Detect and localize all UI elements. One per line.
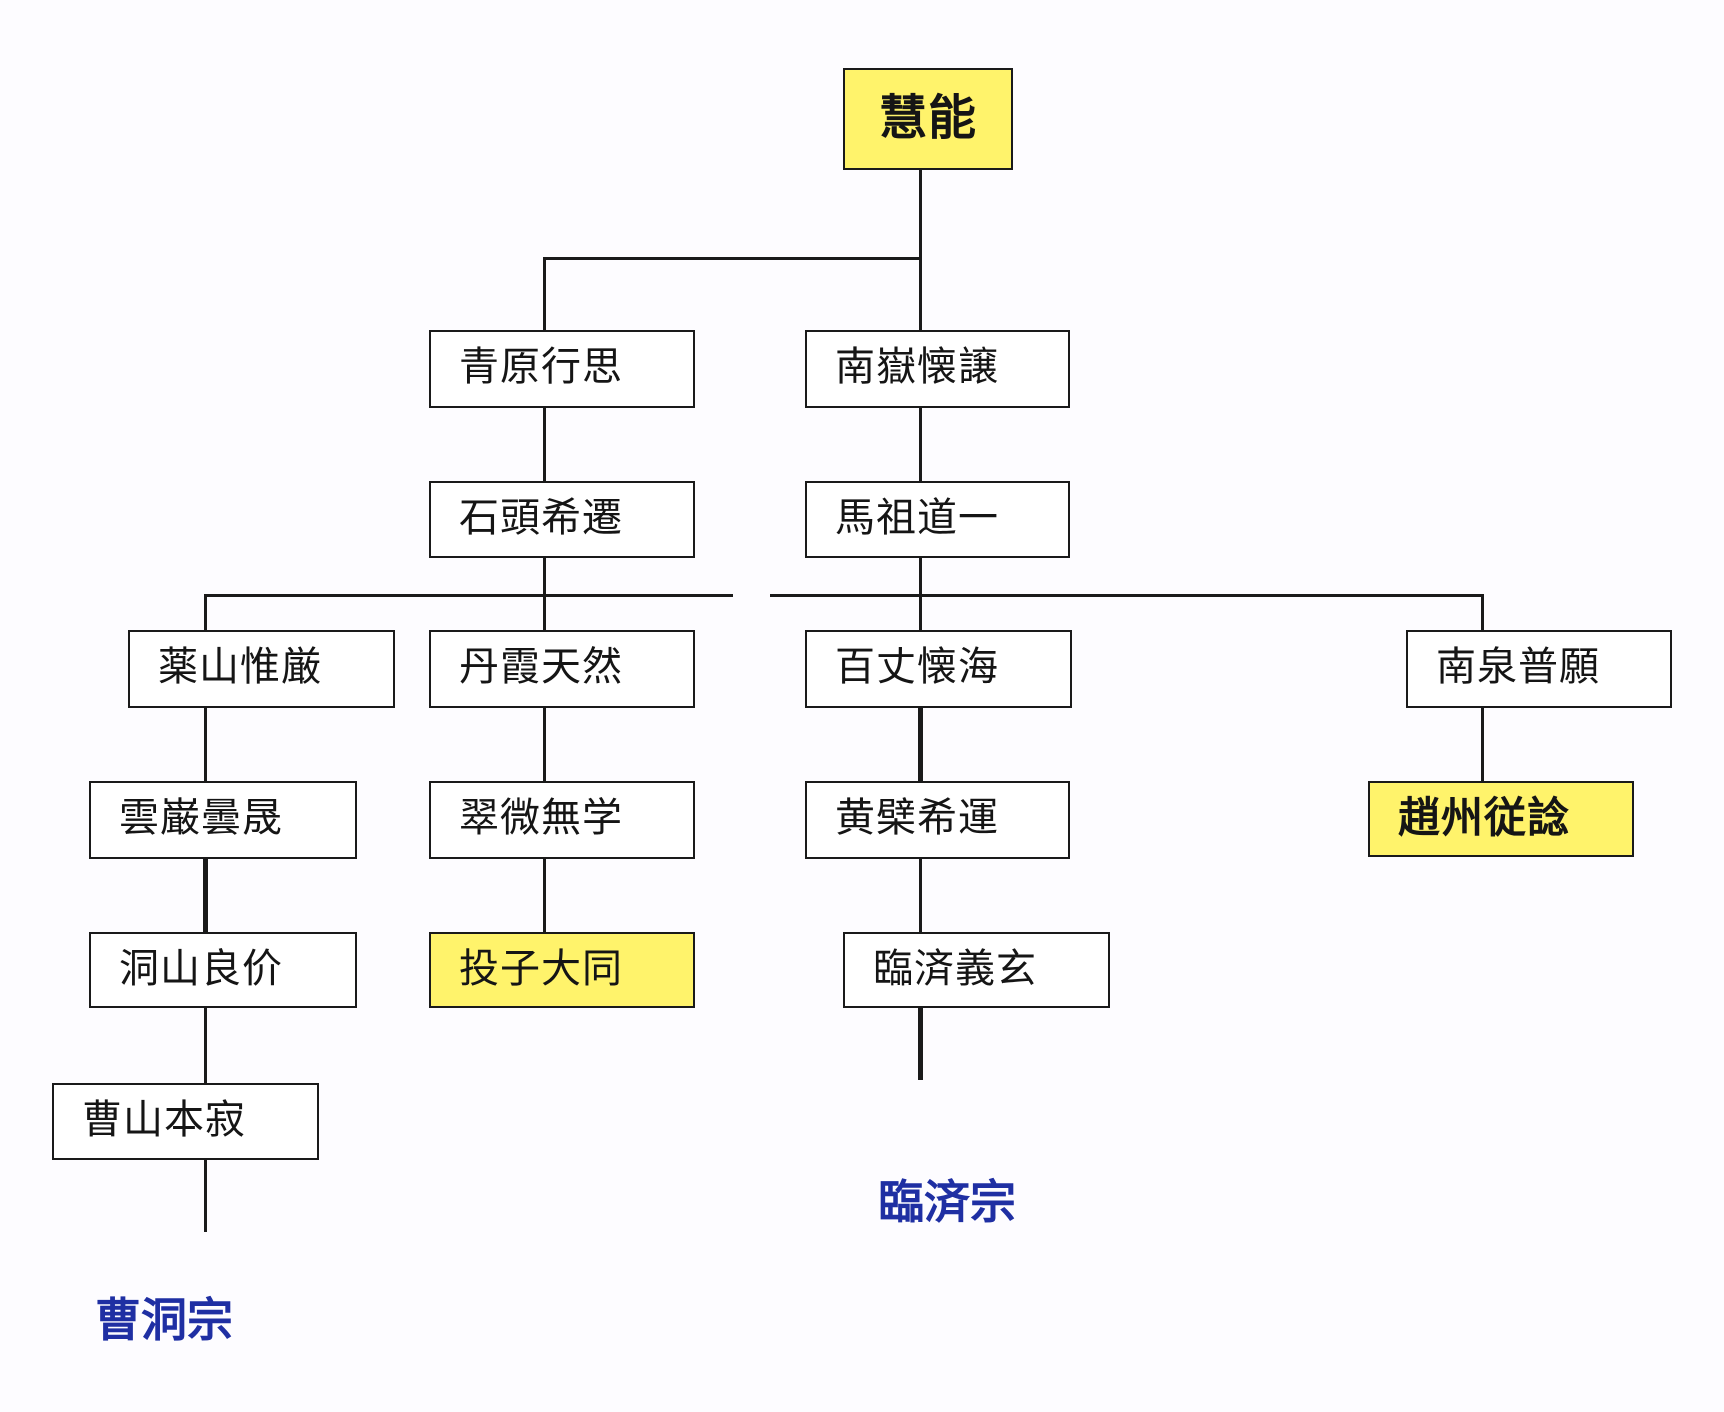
connector-cuiwei-touzi xyxy=(543,857,546,932)
connector-root-branch xyxy=(543,257,922,260)
node-root: 慧能 xyxy=(843,68,1013,170)
node-nanquan: 南泉普願 xyxy=(1406,630,1672,708)
connector-linji-down xyxy=(918,1006,923,1080)
node-huangbo: 黄檗希運 xyxy=(805,781,1070,859)
connector-to-yaoshan xyxy=(204,594,207,630)
node-zhaozhou: 趙州従諗 xyxy=(1368,781,1634,857)
node-shitou: 石頭希遷 xyxy=(429,481,695,558)
connector-yaoshan-yunyan xyxy=(204,706,207,781)
connector-qingyuan-shitou xyxy=(543,406,546,481)
connector-root-down xyxy=(919,150,922,330)
node-danxia: 丹霞天然 xyxy=(429,630,695,708)
node-qingyuan: 青原行思 xyxy=(429,330,695,408)
node-dongshan: 洞山良价 xyxy=(89,932,357,1008)
school-label-rinzai: 臨済宗 xyxy=(878,1175,1016,1229)
school-label-soto: 曹洞宗 xyxy=(95,1293,233,1347)
node-nanyue: 南嶽懐譲 xyxy=(805,330,1070,408)
connector-yunyan-dongshan xyxy=(203,857,208,932)
node-linji: 臨済義玄 xyxy=(843,932,1110,1008)
node-mazu: 馬祖道一 xyxy=(805,481,1070,558)
node-touzi: 投子大同 xyxy=(429,932,695,1008)
node-caoshan: 曹山本寂 xyxy=(52,1083,319,1160)
connector-shitou-down xyxy=(543,556,546,630)
connector-nanyue-mazu xyxy=(919,406,922,481)
connector-nanquan-zhaozhou xyxy=(1481,706,1484,781)
connector-huangbo-linji xyxy=(919,857,922,932)
node-cuiwei: 翠微無学 xyxy=(429,781,695,859)
connector-to-qingyuan xyxy=(543,257,546,330)
node-baizhang: 百丈懐海 xyxy=(805,630,1072,708)
connector-caoshan-down xyxy=(204,1158,207,1232)
connector-to-nanquan xyxy=(1481,594,1484,630)
node-yaoshan: 薬山惟厳 xyxy=(128,630,395,708)
connector-danxia-cuiwei xyxy=(543,706,546,781)
connector-dongshan-caoshan xyxy=(204,1006,207,1083)
connector-baizhang-huangbo xyxy=(918,706,923,781)
node-yunyan: 雲巌曇晟 xyxy=(89,781,357,859)
connector-mazu-down xyxy=(919,556,922,630)
connector-shitou-branch xyxy=(204,594,733,597)
connector-mazu-branch xyxy=(770,594,1483,597)
